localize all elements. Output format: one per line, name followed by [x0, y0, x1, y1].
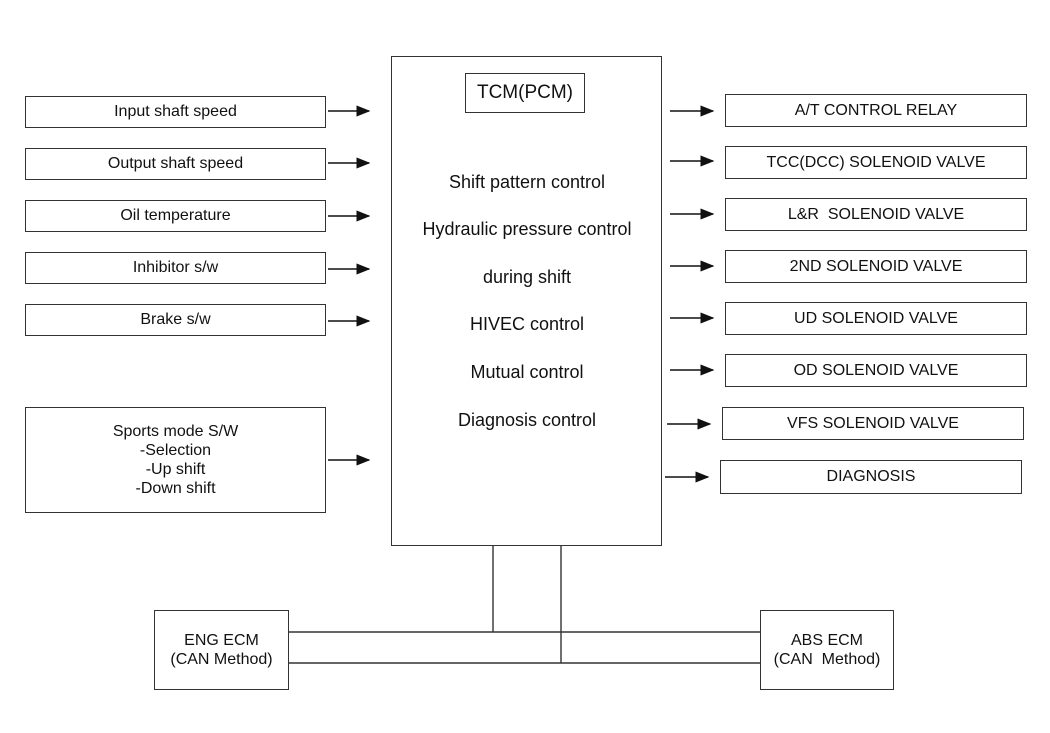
tcm-function-hivec: HIVEC control: [469, 314, 585, 334]
eng-ecm-title: ENG ECM: [184, 631, 259, 649]
output-box-vfs-solenoid: VFS SOLENOID VALVE: [722, 407, 1024, 440]
tcm-title-box: TCM(PCM): [465, 73, 585, 113]
output-box-diagnosis: DIAGNOSIS: [720, 460, 1022, 494]
sports-mode-item: -Selection: [139, 441, 212, 459]
tcm-function-mutual: Mutual control: [470, 362, 584, 382]
abs-ecm-box: ABS ECM (CAN Method): [760, 610, 894, 690]
tcm-block: [391, 56, 662, 546]
output-label: A/T CONTROL RELAY: [794, 101, 958, 119]
output-label: L&R SOLENOID VALVE: [787, 205, 965, 223]
input-box-brake-sw: Brake s/w: [25, 304, 326, 336]
eng-ecm-method: (CAN Method): [170, 651, 273, 668]
output-box-2nd-solenoid: 2ND SOLENOID VALVE: [725, 250, 1027, 283]
output-label: VFS SOLENOID VALVE: [787, 414, 959, 432]
abs-ecm-method: (CAN Method): [773, 651, 881, 668]
sports-mode-title: Sports mode S/W: [112, 422, 239, 440]
tcm-function-diagnosis: Diagnosis control: [457, 410, 597, 430]
output-box-tcc-solenoid: TCC(DCC) SOLENOID VALVE: [725, 146, 1027, 179]
output-label: 2ND SOLENOID VALVE: [789, 257, 963, 275]
tcm-title: TCM(PCM): [476, 81, 574, 103]
tcm-function-during-shift: during shift: [482, 267, 572, 287]
input-label: Output shaft speed: [107, 155, 244, 173]
tcm-function-hydraulic-pressure: Hydraulic pressure control: [422, 219, 632, 239]
output-label: DIAGNOSIS: [826, 468, 916, 486]
input-label: Input shaft speed: [114, 103, 237, 121]
output-box-ud-solenoid: UD SOLENOID VALVE: [725, 302, 1027, 335]
output-box-od-solenoid: OD SOLENOID VALVE: [725, 354, 1027, 387]
input-label: Oil temperature: [120, 207, 231, 225]
sports-mode-item: -Down shift: [135, 480, 216, 498]
input-label: Inhibitor s/w: [132, 259, 219, 277]
input-box-sports-mode: Sports mode S/W -Selection -Up shift -Do…: [25, 407, 326, 513]
abs-ecm-title: ABS ECM: [790, 631, 863, 649]
input-box-output-shaft-speed: Output shaft speed: [25, 148, 326, 180]
output-label: TCC(DCC) SOLENOID VALVE: [766, 153, 986, 171]
output-label: UD SOLENOID VALVE: [794, 309, 958, 327]
eng-ecm-box: ENG ECM (CAN Method): [154, 610, 289, 690]
input-box-input-shaft-speed: Input shaft speed: [25, 96, 326, 128]
input-label: Brake s/w: [140, 311, 211, 329]
output-box-lr-solenoid: L&R SOLENOID VALVE: [725, 198, 1027, 231]
input-box-oil-temperature: Oil temperature: [25, 200, 326, 232]
output-box-at-control-relay: A/T CONTROL RELAY: [725, 94, 1027, 127]
tcm-function-shift-pattern: Shift pattern control: [448, 172, 606, 192]
sports-mode-item: -Up shift: [145, 461, 206, 478]
output-label: OD SOLENOID VALVE: [793, 361, 959, 379]
input-box-inhibitor-sw: Inhibitor s/w: [25, 252, 326, 284]
